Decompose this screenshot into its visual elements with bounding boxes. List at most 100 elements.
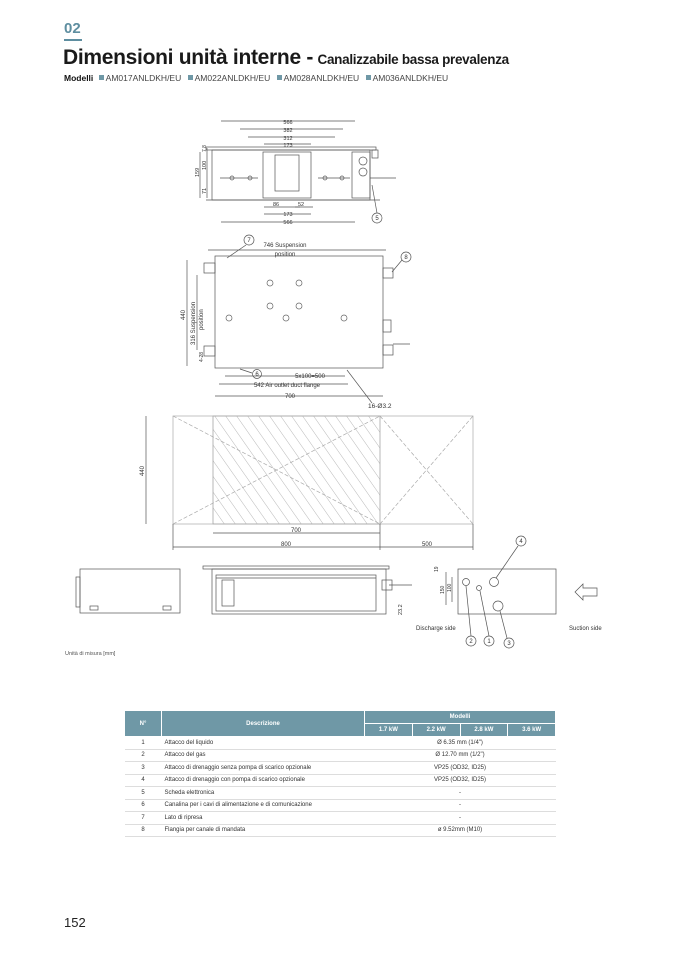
dim-label: 746 Suspension [263,243,306,249]
row-value: Ø 6.35 mm (1/4") [364,736,556,750]
header-kw: 2.8 kW [459,723,509,737]
front-view: 566 382 312 173 86 52 173 566 159 100 71… [195,120,396,226]
row-description: Scheda elettronica [161,786,365,800]
dim-label: 500 [422,542,433,548]
square-bullet-icon [187,75,193,80]
dim-label: 19 [434,566,440,572]
model-item: AM036ANLDKH/EU [365,73,449,83]
dim-label: 16-Ø3.2 [368,403,392,410]
dim-label: 159 [195,168,201,177]
dim-label: 7 8 [202,145,208,152]
header-number: N° [124,710,162,737]
model-item: AM028ANLDKH/EU [276,73,360,83]
square-bullet-icon [365,75,371,80]
row-description: Attacco di drenaggio con pompa di scaric… [161,774,365,787]
model-code: AM028ANLDKH/EU [283,73,360,83]
row-description: Attacco del liquido [161,736,365,750]
header-description: Descrizione [161,710,365,737]
dim-label: 5x100=500 [295,374,326,380]
callout-4: 4 [519,539,523,545]
dim-label: 173 [283,212,292,218]
dim-label: 52 [298,202,304,208]
callout-3: 3 [507,641,511,647]
technical-drawing: 566 382 312 173 86 52 173 566 159 100 71… [75,120,602,649]
dim-label: 100 [447,583,453,592]
row-number: 4 [124,774,162,787]
model-item: AM022ANLDKH/EU [187,73,271,83]
dim-label: 4-28 [199,352,205,362]
model-code: AM022ANLDKH/EU [194,73,271,83]
dim-label: 566 [283,220,292,226]
square-bullet-icon [276,75,282,80]
row-number: 5 [124,786,162,800]
discharge-side-label: Discharge side [416,626,456,632]
row-description: Canalina per i cavi di alimentazione e d… [161,799,365,812]
callout-2: 2 [469,639,473,645]
row-number: 2 [124,749,162,762]
row-value: - [364,786,556,800]
model-code: AM017ANLDKH/EU [105,73,182,83]
model-code: AM036ANLDKH/EU [372,73,449,83]
service-clearance-view: 440 700 800 500 [140,415,474,550]
components-table: N° Descrizione Modelli 1.7 kW 2.2 kW 2.8… [124,710,556,837]
dim-label: 86 [273,202,279,208]
row-description: Lato di ripresa [161,811,365,825]
dim-label: 440 [140,465,146,476]
row-value: VP25 (OD32, ID25) [364,761,556,775]
row-number: 6 [124,799,162,812]
row-value: Ø 12.70 mm (1/2") [364,749,556,762]
dim-label: 173 [283,143,292,149]
row-number: 3 [124,761,162,775]
dim-label: 382 [283,128,292,134]
dim-label: 71 [202,188,208,194]
title-main: Dimensioni unità interne - [63,46,314,69]
header-kw: 2.2 kW [411,723,461,737]
row-number: 8 [124,824,162,837]
callouts: 2 1 3 4 [465,535,527,649]
callout-1: 1 [487,639,491,645]
dim-label: 312 [283,136,292,142]
row-value: - [364,811,556,825]
page-title: Dimensioni unità interne - Canalizzabile… [63,46,509,70]
dim-label: 150 [440,585,446,594]
row-value: - [364,799,556,812]
callout-7: 7 [247,238,251,244]
dim-label: position [199,309,205,330]
unit-note: Unità di misura [mm] [65,651,116,657]
dim-label: 800 [281,542,292,548]
row-description: Attacco del gas [161,749,365,762]
models-line: Modelli AM017ANLDKH/EU AM022ANLDKH/EU AM… [64,73,452,83]
dim-label: 542 Air outlet duct flange [254,383,321,389]
row-number: 7 [124,811,162,825]
page-number: 152 [64,915,86,930]
plan-view: 7 8 6 746 Suspension position 440 316 Su… [181,234,412,410]
callout-5: 5 [375,216,379,222]
dim-label: 700 [285,394,296,400]
row-value: VP25 (OD32, ID25) [364,774,556,787]
callout-8: 8 [404,255,408,261]
side-views: 23.2 19 150 100 Discharge side Suction s… [75,535,602,649]
row-description: Flangia per canale di mandata [161,824,365,837]
dim-label: 566 [283,120,292,126]
dim-label: position [275,252,296,258]
header-kw: 1.7 kW [364,723,413,737]
model-item: AM017ANLDKH/EU [98,73,182,83]
suction-side-label: Suction side [569,626,602,632]
dim-label: 700 [291,528,302,534]
header-kw: 3.6 kW [507,723,556,737]
dim-label: 440 [181,309,187,320]
row-number: 1 [124,736,162,750]
section-underline [64,39,82,41]
title-sub: Canalizzabile bassa prevalenza [317,52,510,67]
row-description: Attacco di drenaggio senza pompa di scar… [161,761,365,775]
dim-label: 100 [202,161,208,170]
row-value: ø 9.52mm (M10) [364,824,556,837]
